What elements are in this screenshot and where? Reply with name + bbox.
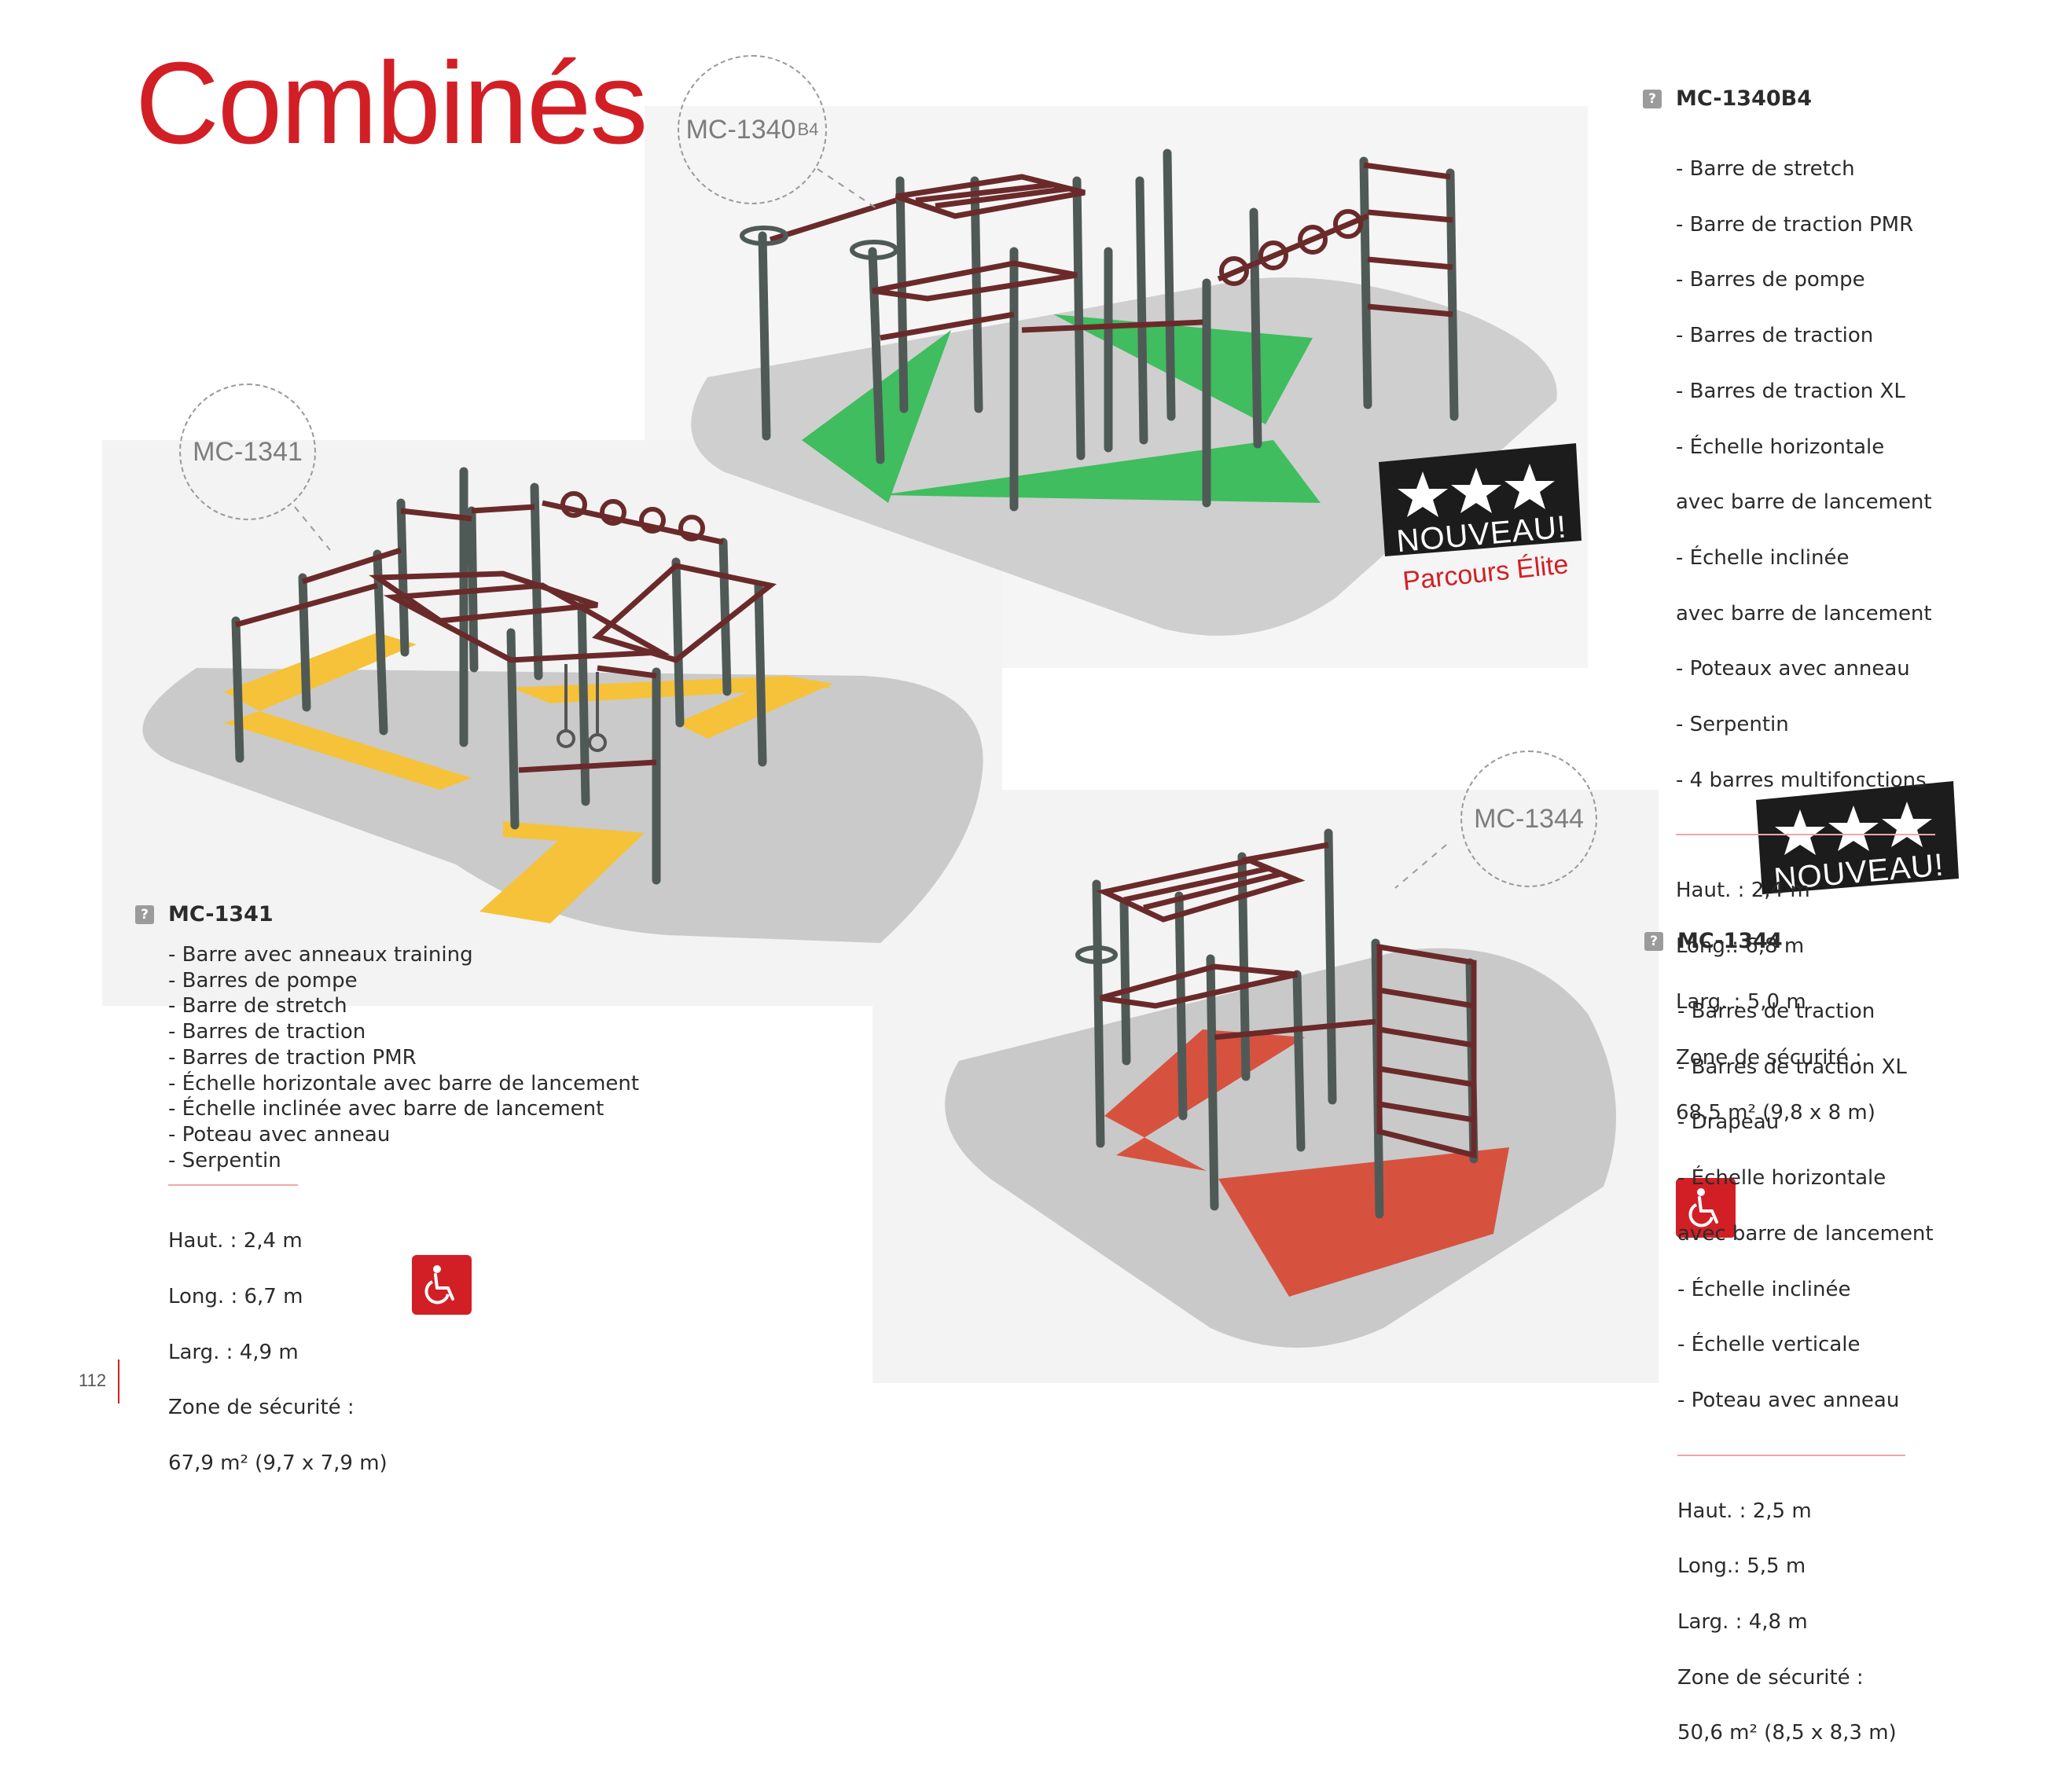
mc1341-callout-code: MC-1341	[193, 436, 303, 467]
mc1344-callout-code: MC-1344	[1474, 803, 1584, 834]
nouveau-badge-bottom: NOUVEAU!	[1753, 778, 1961, 908]
page-number-rule	[118, 1360, 119, 1404]
nouveau-badge-top: NOUVEAU! Parcours Élite	[1376, 440, 1584, 597]
list-item: - Barre de traction PMR	[1676, 212, 1914, 237]
dim-safety-label: Zone de sécurité :	[1677, 1665, 1864, 1690]
list-item: - Échelle inclinée	[1677, 1277, 1851, 1301]
list-item: - Barres de pompe	[168, 968, 358, 993]
equipment-illustrations	[102, 149, 1659, 1383]
mc1340-callout-suffix: B4	[797, 119, 819, 139]
dim-width: Larg. : 5,0 m	[1676, 989, 1806, 1014]
feature-list: - Barres de traction - Barres de tractio…	[1677, 969, 1934, 1444]
mc1340-callout-code: MC-1340	[685, 114, 796, 145]
dimensions: Haut. : 2,4 m Long. : 6,7 m Larg. : 4,9 …	[168, 1198, 639, 1506]
mc1344-callout: MC-1344	[1460, 750, 1597, 887]
question-icon: ?	[1644, 931, 1663, 951]
list-item: - Barre de stretch	[168, 994, 347, 1018]
list-item: - Drapeau	[1677, 1110, 1780, 1135]
page-title: Combinés	[135, 39, 648, 168]
dim-safety-value: 68,5 m² (9,8 x 8 m)	[1676, 1101, 1875, 1125]
dim-width: Larg. : 4,8 m	[1677, 1610, 1808, 1635]
list-item: - Barres de traction XL	[1677, 1055, 1907, 1079]
dimensions: Haut. : 2,5 m Long.: 5,5 m Larg. : 4,8 m…	[1677, 1469, 1934, 1776]
question-icon: ?	[1643, 89, 1662, 108]
dim-safety-value: 67,9 m² (9,7 x 7,9 m)	[168, 1451, 388, 1476]
wheelchair-icon	[1676, 1177, 1736, 1238]
spec-title: ? MC-1344	[1644, 929, 1934, 953]
question-icon: ?	[135, 905, 154, 924]
page-number: 112	[79, 1371, 107, 1390]
spec-mc1340b4: ? MC-1340B4 - Barre de stretch - Barre de…	[1643, 86, 1935, 1238]
list-item: - Échelle horizontale	[1676, 435, 1885, 459]
dim-safety-label: Zone de sécurité :	[168, 1396, 355, 1420]
list-item: - 4 barres multifonctions	[1676, 768, 1927, 792]
mc1344-scene	[945, 828, 1616, 1348]
list-item: - Barre de stretch	[1676, 157, 1855, 181]
spec-title: ? MC-1340B4	[1643, 86, 1935, 111]
spec-title: ? MC-1341	[135, 902, 639, 927]
list-item: - Barres de traction	[168, 1020, 366, 1044]
list-item: avec barre de lancement	[1676, 490, 1932, 515]
star-icon	[1398, 464, 1555, 517]
list-item: - Barres de traction XL	[1676, 379, 1905, 403]
dim-safety-label: Zone de sécurité :	[1676, 1045, 1862, 1070]
divider	[1677, 1454, 1905, 1456]
list-item: - Barres de traction PMR	[168, 1045, 417, 1070]
list-item: - Serpentin	[168, 1148, 281, 1172]
list-item: - Barres de pompe	[1676, 268, 1865, 292]
product-name: MC-1340B4	[1676, 86, 1813, 111]
list-item: avec barre de lancement	[1676, 601, 1932, 626]
list-item: - Poteau avec anneau	[168, 1122, 391, 1147]
feature-list: - Barre avec anneaux training - Barres d…	[168, 942, 639, 1173]
wheelchair-icon-glyph	[424, 1265, 454, 1304]
wheelchair-icon	[412, 1255, 472, 1315]
dim-width: Larg. : 4,9 m	[168, 1340, 299, 1364]
dim-height: Haut. : 2,5 m	[1677, 1499, 1812, 1523]
list-item: - Serpentin	[1676, 713, 1789, 737]
dim-length: Long. : 6,7 m	[168, 1285, 303, 1309]
divider	[1676, 834, 1935, 836]
divider	[168, 1184, 298, 1187]
list-item: - Poteau avec anneau	[1677, 1388, 1900, 1412]
mc1341-scene	[142, 467, 983, 943]
star-icon	[1775, 802, 1932, 855]
list-item: - Barres de traction	[1677, 1000, 1875, 1023]
list-item: - Échelle inclinée	[1676, 545, 1850, 570]
wheelchair-icon-glyph	[1688, 1187, 1718, 1227]
dim-length: Long.: 6,8 m	[1676, 934, 1805, 959]
list-item: - Poteaux avec anneau	[1676, 657, 1910, 681]
badge-top-background	[1379, 443, 1582, 556]
spec-mc1341: ? MC-1341 - Barre avec anneaux training -…	[135, 902, 639, 1506]
dim-height: Haut. : 2,4 m	[168, 1229, 303, 1253]
list-item: - Échelle horizontale	[1677, 1166, 1886, 1191]
list-item: avec barre de lancement	[1677, 1221, 1934, 1246]
dim-length: Long.: 5,5 m	[1677, 1554, 1806, 1579]
list-item: - Barre avec anneaux training	[168, 943, 473, 967]
badge-bottom-background	[1756, 781, 1959, 894]
list-item: - Échelle inclinée avec barre de lanceme…	[168, 1097, 604, 1121]
product-name: MC-1341	[168, 902, 274, 927]
spec-mc1344: ? MC-1344 - Barres de traction - Barres d…	[1644, 929, 1934, 1776]
mc1341-callout: MC-1341	[179, 383, 316, 520]
list-item: - Barres de traction	[1676, 324, 1874, 348]
list-item: - Échelle horizontale avec barre de lanc…	[168, 1071, 640, 1095]
product-name: MC-1344	[1677, 929, 1783, 953]
dim-safety-value: 50,6 m² (8,5 x 8,3 m)	[1677, 1721, 1897, 1745]
dimensions: Haut. : 2,4 m Long.: 6,8 m Larg. : 5,0 m…	[1676, 848, 1935, 1156]
mc1340-scene	[691, 149, 1557, 636]
feature-list: - Barre de stretch - Barre de traction P…	[1676, 127, 1935, 823]
dim-height: Haut. : 2,4 m	[1676, 879, 1810, 903]
list-item: - Échelle verticale	[1677, 1333, 1861, 1357]
